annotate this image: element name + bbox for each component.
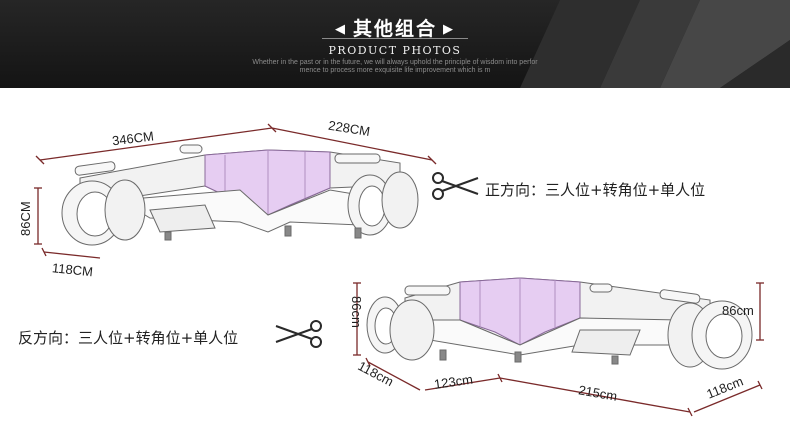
top-depth-label: 118CM — [51, 260, 93, 279]
scissors-icon — [275, 320, 322, 348]
banner-title: 其他组合 — [352, 18, 437, 40]
banner-tagline: Whether in the past or in the future, we… — [252, 59, 538, 74]
top-sofa — [61, 144, 419, 246]
banner-title-row: ◀ 其他组合 ▶ — [0, 14, 790, 41]
scissors-icon — [432, 172, 479, 200]
top-caption: 正方向：三人位+转角位+单人位 — [485, 181, 706, 199]
top-length-left-label: 346CM — [111, 128, 154, 148]
bottom-depth-right-label: 118cm — [704, 373, 745, 401]
bottom-depth-left-label: 118cm — [355, 358, 396, 389]
right-arrow-icon: ▶ — [443, 22, 455, 37]
banner-divider — [322, 38, 468, 39]
bottom-corner-label: 123cm — [433, 372, 474, 392]
decorative-facets — [520, 0, 790, 88]
top-height-label: 86CM — [18, 201, 33, 236]
bottom-dimension-lines — [353, 282, 764, 417]
bottom-sofa — [366, 277, 753, 370]
bottom-height-left-label: 86cm — [349, 296, 364, 328]
top-dimension-lines — [34, 123, 437, 259]
bottom-height-right-label: 86cm — [722, 303, 754, 318]
bottom-caption: 反方向：三人位+转角位+单人位 — [18, 329, 239, 347]
left-arrow-icon: ◀ — [334, 22, 347, 37]
bottom-length-label: 215cm — [577, 382, 618, 404]
banner-subtitle: PRODUCT PHOTOS — [328, 44, 462, 57]
header-banner: ◀ 其他组合 ▶ PRODUCT PHOTOS Whether in the pas… — [0, 0, 790, 88]
top-dimension-labels: 346CM 228CM 86CM 118CM — [18, 118, 371, 280]
top-length-right-label: 228CM — [327, 118, 371, 139]
